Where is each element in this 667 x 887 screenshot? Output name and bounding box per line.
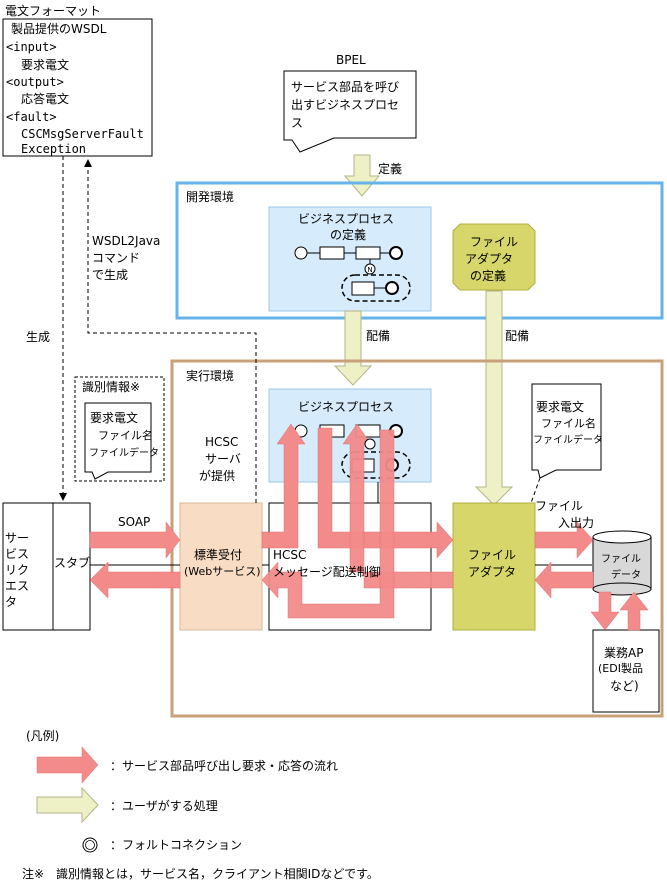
deploy-arrow-bp [333,310,373,386]
file-adapter-box [452,502,536,631]
service-requester-box [2,502,54,631]
legend-user-arrow [36,786,99,824]
file-data-0: ファイル [601,554,641,565]
ident-doc-1: ファイル名 [98,429,153,442]
bp-definition-box [268,206,432,312]
hcsc-provides-1: サーバ [205,452,241,466]
file-to-adapter-arrow [534,561,594,599]
define-arrow [343,154,381,197]
biz-ap-2: など) [610,679,639,693]
fault-mark-dev: N [367,266,372,274]
file-adapter-0: ファイル [468,548,517,562]
wsdl-line-0: 製品提供のWSDL [11,22,107,36]
flow-arrows [89,423,649,631]
footnote: 注※ 識別情報とは，サービス名，クライアント相関IDなどです。 [22,867,379,881]
stub-box [52,502,91,631]
bpel-document [283,70,417,153]
biz-ap-0: 業務AP [604,646,644,660]
fa-def-line-0: ファイル [470,235,519,249]
business-ap-box [592,629,660,713]
wsdl2java-arrow [84,159,257,503]
file-io-label-1: 入出力 [558,516,595,530]
hcsc-msg-1: メッセージ配送制御 [273,565,381,579]
standard-receiver-box [179,502,263,631]
biz-ap-1: (EDI製品 [598,662,643,675]
soap-request-arrow [89,521,181,559]
wsdl-heading: 電文フォーマット [5,4,102,18]
legend-title: (凡例) [26,729,60,743]
file-io-label-0: ファイル [535,499,584,513]
requester-label-3: エス [5,579,30,593]
generate-label: 生成 [26,330,51,344]
request-doc-adapter [531,383,602,479]
requester-label-1: ビス [5,547,30,561]
request-doc-0: 要求電文 [536,400,585,414]
requester-label-2: リク [5,563,30,577]
ident-doc-2: ファイルデータ [89,448,159,459]
legend-user-text: ：ユーザがする処理 [110,799,218,813]
bpel-text-2: ス [291,116,304,130]
ap-to-file-arrow [619,591,649,631]
wsdl-box [2,18,153,157]
exec-env-title: 実行環境 [186,369,235,383]
wsdl-line-2: 要求電文 [21,58,70,72]
fa-def-line-2: の定義 [470,269,507,283]
wsdl-line-4: 応答電文 [21,92,70,106]
dev-environment-box [175,181,664,320]
request-doc-2: ファイルデータ [533,435,603,446]
dev-env-title: 開発環境 [186,190,235,204]
wsdl-line-7: Exception [21,142,87,156]
requester-label-0: サー [5,531,30,545]
bp-def-process-symbols [294,246,411,302]
wsdl-line-6: CSCMsgServerFault [21,127,144,141]
ident-doc-0: 要求電文 [90,411,139,425]
wsdl-line-1: <input> [6,40,57,54]
wsdl-line-3: <output> [6,75,64,89]
soap-label: SOAP [118,515,151,529]
identification-doc [74,376,165,482]
hcsc-msg-0: HCSC [273,548,307,562]
file-data-1: データ [611,570,641,581]
soap-response-arrow [89,561,181,599]
define-label: 定義 [378,162,403,176]
requester-label-4: タ [5,595,18,609]
legend-flow-text: ：サービス部品呼び出し要求・応答の流れ [110,759,339,773]
file-adapter-definition [452,223,536,291]
standard-recv-1: (Webサービス) [184,565,261,578]
bpel-title: BPEL [336,53,366,67]
file-adapter-1: アダプタ [468,565,517,579]
bp-to-recv-arrow [261,429,395,619]
deploy-arrow-fa [474,290,514,506]
wsdl-line-5: <fault> [6,110,57,124]
file-to-ap-arrow [590,591,620,631]
wsdl2java-label-1: コマンド [92,251,141,265]
fault-mark-runtime [364,438,376,450]
wsdl2java-label-0: WSDL2Java [92,234,161,248]
hcsc-provides-2: が提供 [199,469,236,483]
deploy-label-1: 配備 [366,329,391,343]
adapter-to-file-arrow [534,521,594,559]
legend-flow-arrow [36,746,99,784]
request-doc-1: ファイル名 [541,417,596,430]
legend-fault-text: ：フォルトコネクション [110,838,243,852]
ident-title: 識別情報※ [82,380,141,394]
bpel-text-0: サービス部品を呼び [291,80,400,94]
adapter-to-bp-arrow [342,423,454,589]
wsdl2java-label-2: で生成 [92,268,129,282]
hcsc-provides-0: HCSC [205,435,239,449]
doc-pointer [530,477,541,504]
legend-fault-icon [82,837,98,853]
bp-def-title-0: ビジネスプロセス [298,212,395,226]
bpel-text-1: 出すビジネスプロセ [291,98,400,112]
fa-def-line-1: アダプタ [465,252,514,266]
recv-to-bp-arrow [261,423,306,549]
stub-label: スタブ [54,556,91,570]
standard-recv-0: 標準受付 [194,548,243,562]
bp-runtime-title: ビジネスプロセス [298,400,395,414]
deploy-label-2: 配備 [505,329,530,343]
legend-fault-icon-inner [85,840,95,850]
bp-def-title-1: の定義 [330,228,367,242]
